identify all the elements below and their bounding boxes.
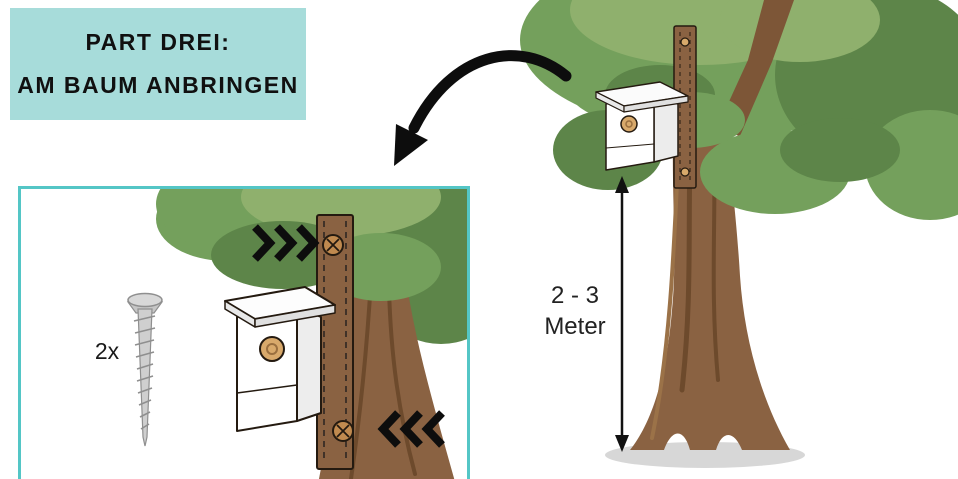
curved-pointer-arrow-icon (394, 50, 572, 166)
triple-chevron-left-icon (377, 410, 445, 448)
screw-hole-bottom (680, 167, 690, 177)
detail-inset-box: 2x (18, 186, 470, 479)
chevron (296, 224, 320, 262)
tree-illustration (520, 0, 958, 468)
entry-hole-inner (625, 120, 633, 128)
chevron (252, 224, 276, 262)
screw-illustration (126, 292, 164, 447)
detail-trunk-streak (349, 277, 373, 479)
detail-trunk-streak (387, 287, 417, 476)
triple-chevron-right-icon (252, 224, 320, 262)
screw-threads (133, 315, 156, 430)
chevron (274, 224, 298, 262)
foliage-blob (780, 118, 900, 182)
screw-hole-top (680, 37, 690, 47)
trunk-highlight (650, 158, 680, 440)
birdhouse-door-seam (605, 143, 655, 149)
height-measure-arrow (615, 176, 629, 452)
title-line-1: PART DREI: (85, 29, 231, 55)
birdhouse-roof-right-edge (254, 304, 336, 328)
measure-arrowhead-top (615, 176, 629, 193)
chevron (421, 410, 445, 448)
screw-bottom-slot (336, 424, 350, 438)
screw-head (127, 292, 163, 308)
curved-arrow-stroke (408, 50, 572, 134)
screw-quantity-label: 2x (95, 338, 120, 364)
entry-hole (259, 336, 285, 362)
detail-birdhouse (224, 286, 336, 432)
measurement-value: 2 - 3 (550, 282, 600, 309)
measurement-unit: Meter (544, 313, 606, 340)
tree-branch (716, 0, 794, 136)
entry-hole-inner (266, 343, 278, 355)
chevron (377, 410, 401, 448)
screw-top-slot (326, 238, 340, 252)
title-box: PART DREI: AM BAUM ANBRINGEN (10, 8, 306, 120)
birdhouse-roof-right-edge (623, 95, 689, 113)
measure-arrowhead-bottom (615, 435, 629, 452)
birdhouse-door-seam (236, 384, 298, 394)
measurement-label: 2 - 3 Meter (530, 280, 620, 342)
curved-arrowhead (394, 124, 428, 166)
chevron (399, 410, 423, 448)
birdhouse-on-tree (595, 25, 697, 189)
birdhouse-side-face (296, 306, 322, 422)
detail-scene: 2x (95, 189, 467, 479)
detail-mounting-batten (316, 214, 354, 470)
entry-hole (620, 115, 638, 133)
tree-trunk (630, 112, 790, 450)
title-line-2: AM BAUM ANBRINGEN (17, 72, 299, 98)
